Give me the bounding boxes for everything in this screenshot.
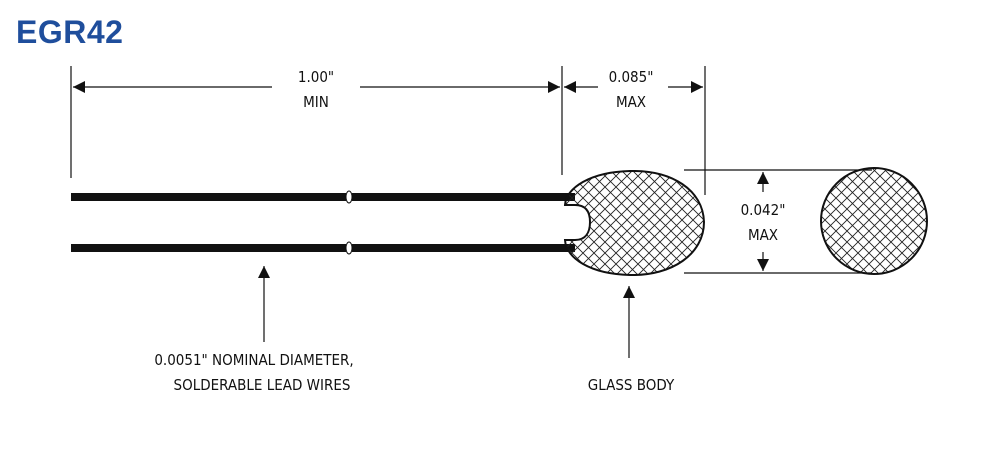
body-length-qualifier: MAX xyxy=(616,93,646,111)
glass-body-side xyxy=(563,169,706,277)
body-diameter-value: 0.042" xyxy=(741,201,786,219)
body-diameter-qualifier: MAX xyxy=(748,226,778,244)
product-title: EGR42 xyxy=(16,14,124,50)
lead-length-qualifier: MIN xyxy=(303,93,329,111)
glass-body-end xyxy=(820,167,928,275)
body-length-dimension: 0.085" MAX xyxy=(564,68,703,111)
lead-wires-label-line1: 0.0051" NOMINAL DIAMETER, xyxy=(154,351,353,369)
lead-wires xyxy=(71,190,575,255)
lead-length-value: 1.00" xyxy=(298,68,334,86)
lead-wires-label-line2: SOLDERABLE LEAD WIRES xyxy=(174,376,351,394)
glass-body-label: GLASS BODY xyxy=(588,376,675,394)
lead-length-dimension: 1.00" MIN xyxy=(73,68,560,111)
body-diameter-dimension: 0.042" MAX xyxy=(741,172,786,271)
body-length-value: 0.085" xyxy=(609,68,654,86)
